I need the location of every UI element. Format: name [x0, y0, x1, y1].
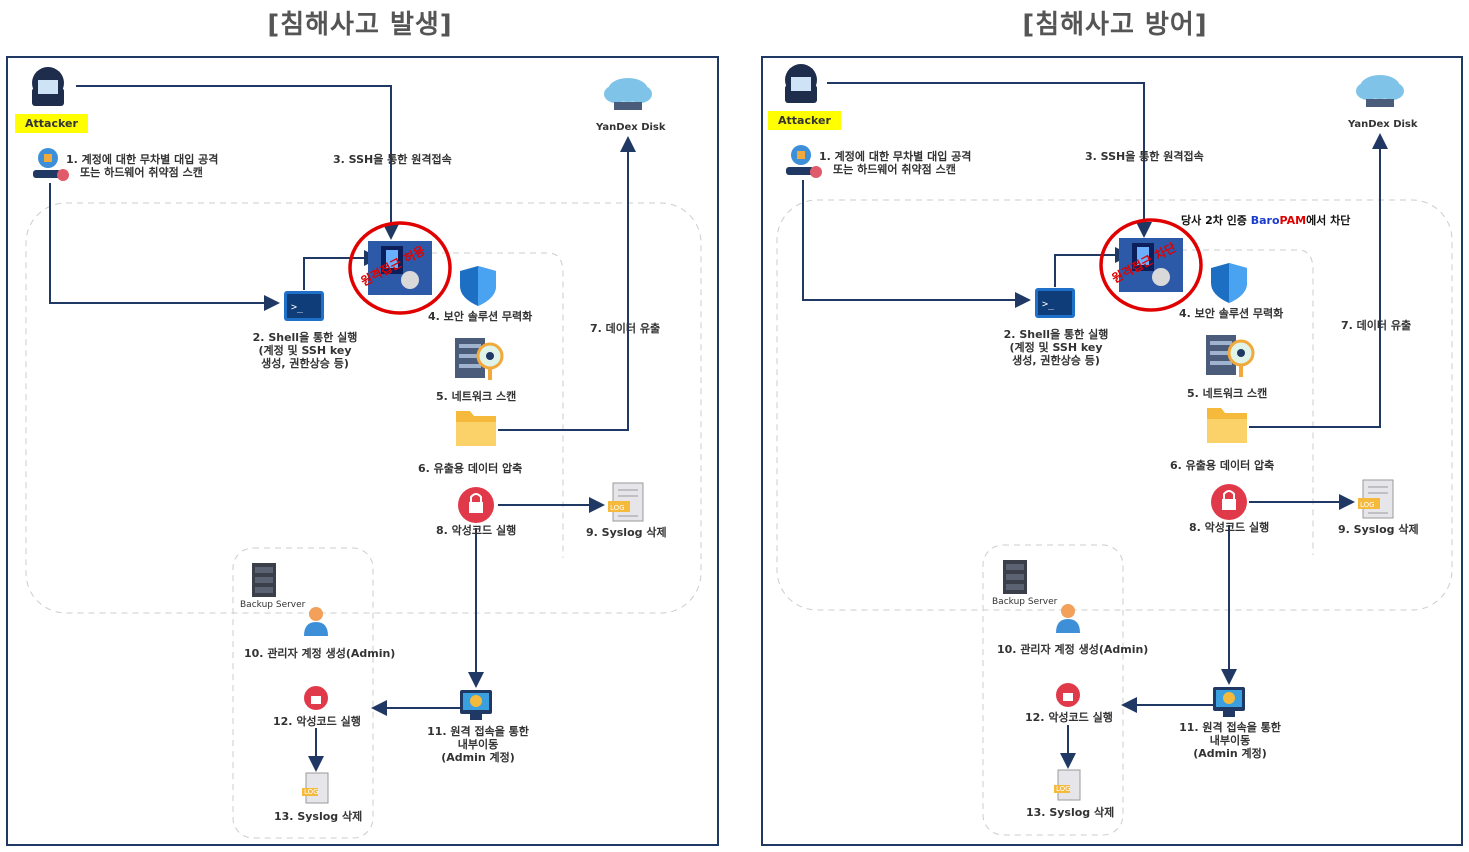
backup-server-icon [1003, 560, 1027, 594]
backup-server-label: Backup Server [992, 597, 1058, 607]
log-document-icon: LOG [608, 482, 644, 522]
svg-text:>_: >_ [291, 302, 304, 313]
admin-user-icon [304, 607, 328, 636]
step10-label: 10. 관리자 계정 생성(Admin) [244, 647, 396, 660]
step3-label: 3. SSH을 통한 원격접속 [1085, 150, 1204, 163]
folder-icon [456, 411, 496, 446]
step2-label: 2. Shell을 통한 실행 (계정 및 SSH key 생성, 권한상승 등… [1003, 328, 1109, 367]
hacker-icon [785, 64, 817, 103]
remote-monitor-icon [1213, 687, 1245, 717]
log-badge: LOG [1056, 785, 1071, 793]
left-panel-title: [침해사고 발생] [267, 10, 453, 40]
step9-label: 9. Syslog 삭제 [586, 526, 667, 539]
remote-pc-icon [368, 241, 432, 295]
step10-label: 10. 관리자 계정 생성(Admin) [997, 643, 1149, 656]
step5-label: 5. 네트워크 스캔 [436, 390, 517, 403]
step11-label: 11. 원격 접속을 통한 내부이동 (Admin 계정) [1179, 721, 1281, 760]
flow-arrows: >_ [25, 67, 702, 839]
remote-pc-icon [1119, 238, 1183, 292]
step4-label: 4. 보안 솔루션 무력화 [1179, 307, 1284, 320]
right-panel-title: [침해사고 방어] [1022, 10, 1208, 40]
baropam-block-note: 당사 2차 인증 BaroPAM에서 차단 [1181, 214, 1351, 227]
log-badge: LOG [1360, 501, 1375, 509]
scan-lock-icon [33, 148, 69, 181]
backup-server-icon [252, 563, 276, 597]
step11-label: 11. 원격 접속을 통한 내부이동 (Admin 계정) [427, 725, 529, 764]
malware-lock-icon-2 [304, 686, 328, 710]
step8-label: 8. 악성코드 실행 [1189, 521, 1270, 534]
step9-label: 9. Syslog 삭제 [1338, 523, 1419, 536]
step6-label: 6. 유출용 데이터 압축 [1170, 459, 1275, 472]
step3-label: 3. SSH을 통한 원격접속 [333, 153, 452, 166]
attacker-label: Attacker [15, 114, 88, 133]
incident-panel: >_ [6, 56, 719, 846]
malware-lock-icon [458, 487, 494, 523]
log-document-icon-2: LOG [1054, 769, 1081, 801]
log-badge: LOG [610, 504, 625, 512]
cloud-icon [1356, 75, 1404, 107]
defense-panel: >_ [761, 56, 1463, 846]
step1-label: 1. 계정에 대한 무차별 대입 공격 또는 하드웨어 취약점 스캔 [819, 150, 972, 176]
step5-label: 5. 네트워크 스캔 [1187, 387, 1268, 400]
admin-user-icon [1056, 604, 1080, 633]
step13-label: 13. Syslog 삭제 [1026, 806, 1115, 819]
malware-lock-icon [1211, 484, 1247, 520]
shield-icon [1211, 263, 1247, 303]
step1-label: 1. 계정에 대한 무차별 대입 공격 또는 하드웨어 취약점 스캔 [66, 153, 219, 179]
step6-label: 6. 유출용 데이터 압축 [418, 462, 523, 475]
folder-icon [1207, 408, 1247, 443]
step7-label: 7. 데이터 유출 [590, 322, 661, 335]
step2-label: 2. Shell을 통한 실행 (계정 및 SSH key 생성, 권한상승 등… [252, 331, 358, 370]
log-document-icon: LOG [1358, 479, 1394, 519]
shield-icon [460, 266, 496, 306]
terminal-icon: >_ [284, 291, 324, 321]
step4-label: 4. 보안 솔루션 무력화 [428, 310, 533, 323]
flow-arrows-right: >_ [776, 64, 1453, 836]
log-badge: LOG [304, 788, 319, 796]
yandex-label: YanDex Disk [1348, 119, 1418, 130]
hacker-icon [32, 67, 64, 106]
attacker-label: Attacker [768, 111, 841, 130]
log-document-icon-2: LOG [302, 772, 329, 804]
yandex-label: YanDex Disk [596, 122, 666, 133]
step7-label: 7. 데이터 유출 [1341, 319, 1412, 332]
network-scan-icon [455, 338, 504, 380]
malware-lock-icon-2 [1056, 683, 1080, 707]
svg-text:>_: >_ [1042, 299, 1055, 310]
step12-label: 12. 악성코드 실행 [1025, 711, 1113, 724]
scan-lock-icon [786, 145, 822, 178]
step13-label: 13. Syslog 삭제 [274, 810, 363, 823]
step8-label: 8. 악성코드 실행 [436, 524, 517, 537]
terminal-icon: >_ [1035, 288, 1075, 318]
remote-monitor-icon [460, 690, 492, 720]
network-scan-icon [1206, 335, 1255, 377]
step12-label: 12. 악성코드 실행 [273, 715, 361, 728]
backup-server-label: Backup Server [240, 600, 306, 610]
cloud-icon [604, 78, 652, 110]
